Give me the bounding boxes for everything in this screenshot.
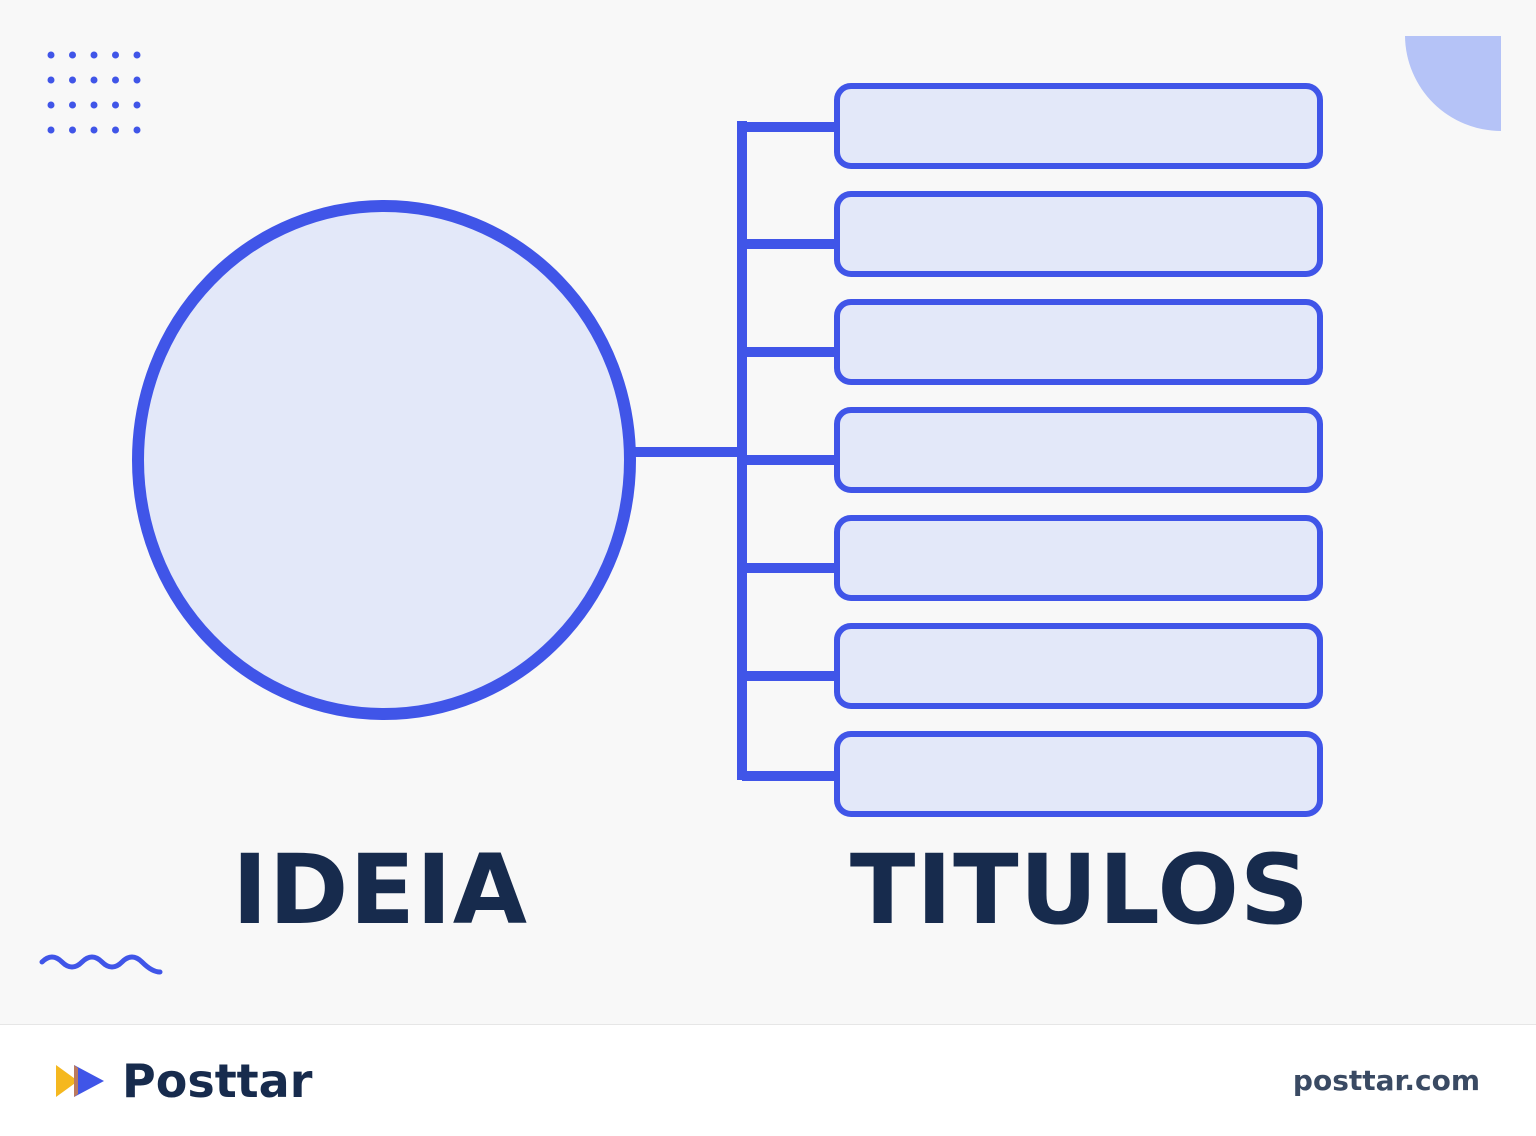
- play-forward-icon: [56, 1065, 104, 1097]
- decoration-dot: [90, 51, 98, 59]
- title-box: [834, 515, 1323, 601]
- center-label: IDEIA: [232, 834, 528, 946]
- decoration-dot: [133, 51, 141, 59]
- website-link[interactable]: posttar.com: [1292, 1064, 1480, 1097]
- quarter-circle-decoration: [1405, 36, 1501, 131]
- title-branches: [742, 83, 1323, 817]
- title-box: [834, 299, 1323, 385]
- decoration-dot: [69, 101, 76, 109]
- title-box: [834, 731, 1323, 817]
- decoration-dot: [112, 126, 119, 134]
- brand-name: Posttar: [122, 1054, 313, 1108]
- decoration-dot: [90, 101, 98, 109]
- decoration-dot: [90, 126, 98, 134]
- diagram-canvas: IDEIA TITULOS: [39, 36, 1501, 975]
- decoration-dot: [69, 76, 76, 84]
- dot-grid-decoration: [47, 51, 141, 134]
- decoration-dot: [47, 51, 55, 59]
- central-idea-circle: [132, 200, 636, 720]
- decoration-dot: [69, 51, 76, 59]
- decoration-dot: [47, 101, 55, 109]
- title-box: [834, 83, 1323, 169]
- decoration-dot: [112, 51, 119, 59]
- decoration-dot: [47, 76, 55, 84]
- decoration-dot: [69, 126, 76, 134]
- squiggle-decoration: [39, 954, 163, 975]
- decoration-dot: [133, 101, 141, 109]
- brand-logo[interactable]: Posttar: [54, 1053, 312, 1109]
- title-box: [834, 191, 1323, 277]
- decoration-dot: [133, 76, 141, 84]
- footer-bar: Posttar posttar.com: [0, 1024, 1536, 1136]
- decoration-dot: [90, 76, 98, 84]
- title-box: [834, 623, 1323, 709]
- title-box: [834, 407, 1323, 493]
- decoration-dot: [47, 126, 55, 134]
- branch-label: TITULOS: [849, 834, 1311, 946]
- decoration-dot: [112, 76, 119, 84]
- diagram-graphic: [39, 36, 1501, 975]
- decoration-dot: [133, 126, 141, 134]
- decoration-dot: [112, 101, 119, 109]
